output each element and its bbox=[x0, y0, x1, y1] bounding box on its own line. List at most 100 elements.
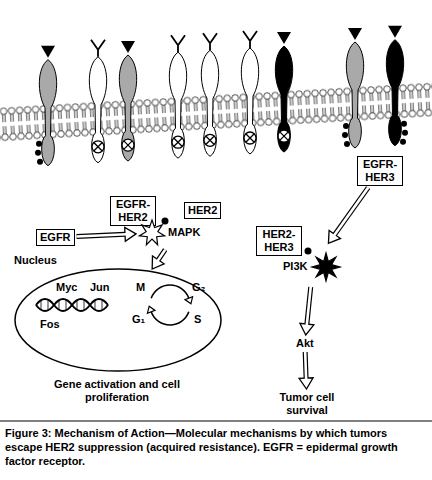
cell-cycle-phase: G₂ bbox=[192, 281, 205, 294]
node-text: HER2-HER3 bbox=[260, 228, 298, 254]
inhibition-cross bbox=[206, 136, 214, 144]
phosphate-dot bbox=[36, 141, 42, 147]
pathway-step: Tumor cell survival bbox=[270, 391, 344, 417]
arrow-shaft-outline bbox=[335, 188, 368, 235]
signal-molecule: PI3K bbox=[283, 245, 343, 285]
her2-receptor bbox=[201, 50, 218, 156]
gene-name: Jun bbox=[90, 281, 110, 294]
node-text: EGFR-HER3 bbox=[361, 158, 399, 184]
inhibition-cross bbox=[174, 138, 182, 146]
arrow-shaft-outline bbox=[307, 287, 311, 324]
receptor-label-box: HER2-HER3 bbox=[256, 226, 302, 256]
cell-cycle-arrowhead bbox=[147, 306, 155, 313]
arrow-head bbox=[125, 227, 136, 241]
phosphate-dot bbox=[37, 159, 43, 165]
node-text: EGFR bbox=[40, 231, 71, 244]
nucleus-outline bbox=[15, 269, 221, 371]
node-text: MAPK bbox=[168, 226, 200, 239]
phosphate-dot bbox=[342, 132, 348, 138]
receptor-label-box: HER2 bbox=[184, 202, 221, 219]
egfr-receptor bbox=[119, 55, 136, 161]
her3-receptor bbox=[386, 40, 403, 146]
her2-receptor bbox=[169, 52, 186, 158]
arrow-shaft-fill bbox=[334, 188, 368, 236]
antibody-symbol bbox=[171, 35, 185, 52]
phosphate-dot bbox=[305, 248, 312, 255]
arrow-shaft-fill bbox=[307, 287, 311, 326]
phosphate-dot bbox=[35, 150, 41, 156]
node-text: Akt bbox=[296, 337, 314, 350]
phosphate-dot bbox=[400, 139, 406, 145]
cell-cycle-phase: S bbox=[194, 313, 201, 326]
phosphate-dot bbox=[401, 121, 407, 127]
cell-cycle-arc bbox=[151, 312, 189, 325]
node-text: PI3K bbox=[283, 260, 307, 273]
gene-name: Fos bbox=[40, 318, 60, 331]
signal-arrow bbox=[328, 188, 368, 244]
arrow-shaft-fill bbox=[77, 234, 127, 236]
inhibition-symbol bbox=[278, 130, 290, 142]
dna-strand bbox=[36, 299, 108, 311]
receptor-label-box: EGFR-HER2 bbox=[110, 196, 156, 226]
arrow-shaft-outline bbox=[158, 250, 165, 260]
node-text: EGFR-HER2 bbox=[114, 198, 152, 224]
signal-arrow bbox=[299, 352, 313, 389]
her3-receptor bbox=[275, 46, 292, 152]
signal-arrow bbox=[152, 250, 165, 269]
egfr-receptor bbox=[39, 60, 56, 166]
ligand-triangle bbox=[348, 28, 362, 40]
inhibition-symbol bbox=[122, 139, 134, 151]
inhibition-cross bbox=[280, 132, 288, 140]
antibody-symbol bbox=[91, 40, 105, 57]
cell-cycle-phase: M bbox=[136, 281, 145, 294]
cell-cycle-arc bbox=[151, 285, 189, 298]
her2-receptor bbox=[89, 57, 106, 163]
kinase-star bbox=[312, 253, 340, 281]
ligand-triangle bbox=[41, 46, 55, 58]
phosphate-dot bbox=[343, 123, 349, 129]
gene-name: Myc bbox=[56, 281, 77, 294]
arrow-head bbox=[299, 378, 313, 389]
kinase-star bbox=[139, 220, 164, 245]
ligand-triangle bbox=[388, 26, 402, 38]
node-text: Nucleus bbox=[14, 254, 57, 267]
egfr-receptor bbox=[346, 42, 363, 148]
node-text: Tumor cell survival bbox=[270, 391, 344, 417]
dna-rungs bbox=[41, 300, 102, 310]
arrow-shaft-outline bbox=[77, 234, 125, 236]
antibody-symbol bbox=[243, 31, 257, 48]
arrow-head bbox=[300, 323, 314, 335]
signal-arrow bbox=[77, 227, 136, 241]
arrow-shaft-fill bbox=[157, 250, 165, 261]
arrow-shaft-fill bbox=[304, 352, 308, 380]
pathway-step: Akt bbox=[296, 337, 314, 350]
figure-caption: Figure 3: Mechanism of Action—Molecular … bbox=[5, 426, 427, 468]
signal-molecule: MAPK bbox=[138, 216, 216, 248]
antibody-symbol bbox=[203, 33, 217, 50]
inhibition-cross bbox=[124, 141, 132, 149]
inhibition-symbol bbox=[172, 136, 184, 148]
caption-rule bbox=[0, 421, 432, 422]
arrow-head bbox=[152, 256, 164, 269]
signal-arrow bbox=[300, 287, 314, 335]
receptor-label-box: EGFR bbox=[36, 229, 75, 246]
dna-strand bbox=[36, 299, 108, 311]
arrow-head bbox=[328, 230, 340, 243]
phosphate-dot bbox=[402, 130, 408, 136]
cell-cycle-arrowhead bbox=[185, 297, 193, 304]
ligand-triangle bbox=[277, 32, 291, 44]
cell-cycle-phase: G₁ bbox=[132, 313, 145, 326]
node-text: HER2 bbox=[188, 204, 217, 217]
phosphate-dot bbox=[162, 218, 169, 225]
arrow-shaft-outline bbox=[303, 352, 309, 378]
inhibition-cross bbox=[94, 143, 102, 151]
inhibition-symbol bbox=[204, 134, 216, 146]
outcome-label: Gene activation and cell proliferation bbox=[52, 378, 182, 404]
inhibition-cross bbox=[246, 134, 254, 142]
phosphate-dot bbox=[344, 141, 350, 147]
inhibition-symbol bbox=[92, 141, 104, 153]
receptor-label-box: EGFR-HER3 bbox=[357, 156, 403, 186]
inhibition-symbol bbox=[244, 132, 256, 144]
